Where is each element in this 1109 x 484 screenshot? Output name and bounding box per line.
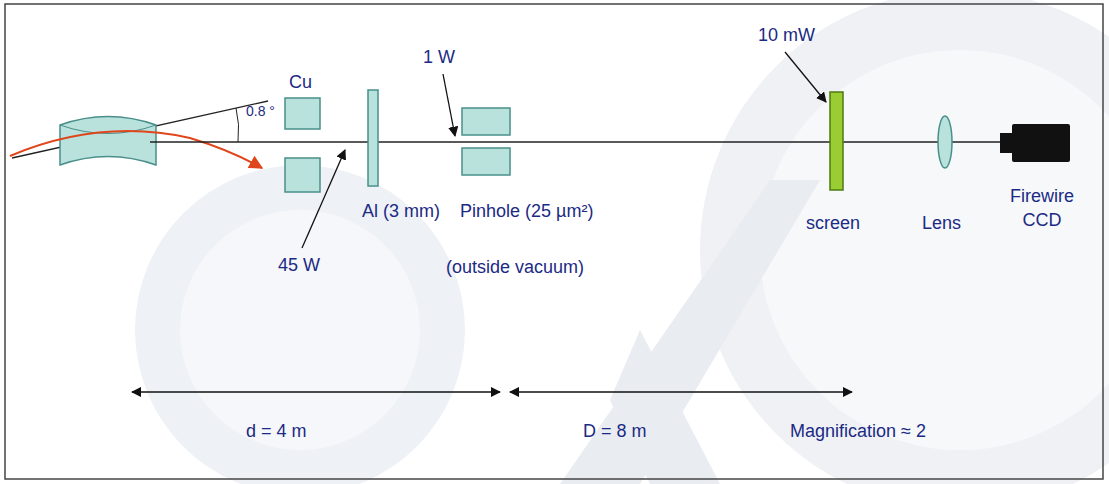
electron-orbit	[10, 131, 262, 168]
beam-axis	[150, 141, 1002, 142]
frame	[5, 4, 1103, 479]
dimension-arrow	[132, 391, 500, 392]
part-name: screen	[806, 212, 860, 234]
dimension-arrow	[510, 391, 852, 392]
part-name: Pinhole (25 µm²)	[460, 200, 593, 222]
part-name: Al (3 mm)	[362, 200, 440, 222]
cu-block	[285, 158, 320, 192]
leader-arrow	[785, 52, 826, 102]
part-name: Cu	[289, 71, 312, 93]
pinhole-block	[462, 108, 510, 135]
cu-block	[285, 98, 320, 129]
part-name: Lens	[922, 212, 961, 234]
power-label: 45 W	[278, 254, 320, 276]
part-name: Firewire CCD	[1000, 184, 1084, 232]
ccd-body	[1012, 124, 1070, 162]
power-label: 10 mW	[758, 24, 815, 46]
lens	[938, 116, 952, 168]
power-label: 1 W	[423, 46, 455, 68]
leader-arrow	[302, 150, 345, 248]
note: (outside vacuum)	[446, 256, 584, 278]
bending-magnet	[60, 117, 156, 166]
watermark	[135, 0, 1109, 484]
pinhole-block	[462, 148, 510, 175]
dimension-label: D = 8 m	[583, 420, 647, 442]
angle-arc	[236, 108, 239, 142]
angle-label: 0.8 °	[246, 100, 275, 122]
dimension-label: d = 4 m	[246, 420, 307, 442]
note: Magnification ≈ 2	[790, 420, 926, 442]
al-filter	[368, 90, 378, 186]
ccd-nose	[1000, 133, 1012, 153]
leader-arrow	[443, 74, 455, 136]
screen	[830, 92, 843, 190]
